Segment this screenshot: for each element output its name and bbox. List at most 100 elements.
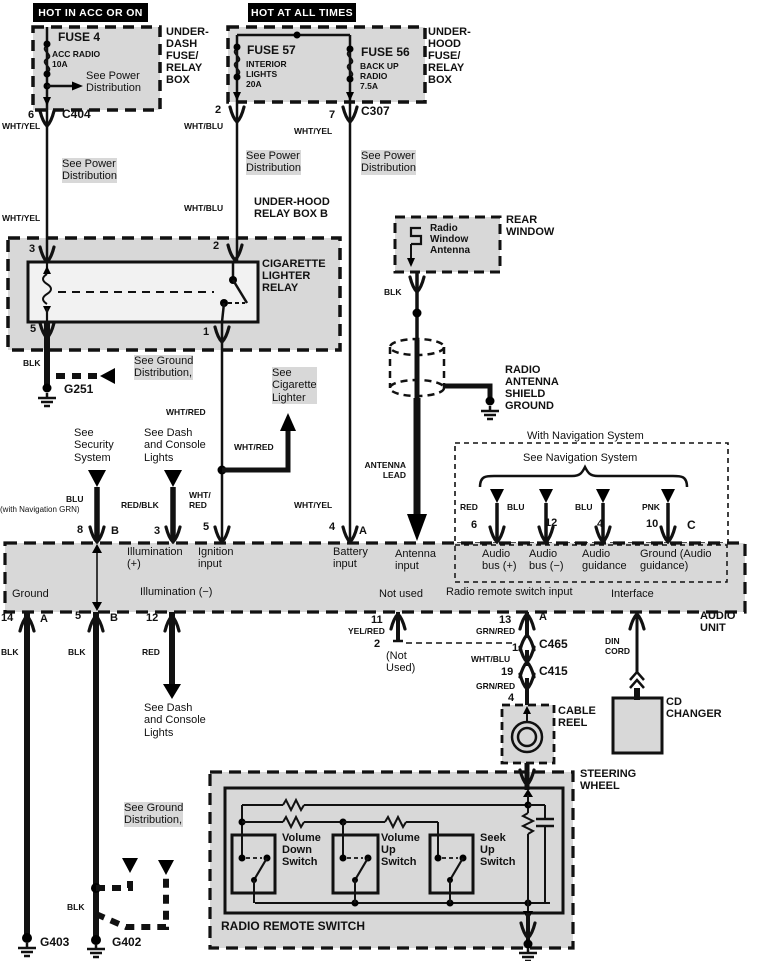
ground-distribution-branches [94,858,174,930]
connector-c404: C404 [62,107,91,121]
wire-label-blk-3: BLK [1,647,19,657]
audio-pin-11: 11 [371,614,383,626]
wire-label-grnred-2: GRN/RED [476,681,516,691]
wire-label-blk-2: BLK [384,287,402,297]
header-hot-in-acc: HOT IN ACC OR ON [33,3,148,22]
label-fuse56-rating: BACK UP RADIO 7.5A [360,61,399,91]
audio-label-audio-bus-plus: Audio bus (+) [482,548,517,573]
nav-wires [488,489,677,544]
wire-blu-security [88,470,106,544]
nav-pin-4: 4 [597,518,604,530]
fuse57-symbol [233,31,350,102]
seek-up-switch [434,854,467,903]
label-under-hood-relay-box: UNDER-HOOD RELAY BOX B [254,196,330,221]
radio-remote-switch-box [223,786,565,915]
wire-redblk-dash [164,470,182,544]
label-cigarette-lighter-relay: CIGARETTE LIGHTER RELAY [262,258,326,295]
audio-label-illumination-plus: Illumination (+) [127,546,183,571]
ref-see-navigation-system: See Navigation System [523,452,638,464]
ref-see-security-system: See Security System [74,427,114,464]
connector-c415: C415 [539,664,568,678]
remote-resistor-capacitor [520,789,554,913]
ref-see-dash-lights-2: See Dash and Console Lights [144,702,206,739]
audio-label-illumination-minus: Illumination (−) [140,586,213,598]
ref-see-cigarette-lighter: See Cigarette Lighter [272,367,317,404]
wire-label-blu: BLU [66,494,84,504]
label-steering-wheel: STEERING WHEEL [580,768,637,793]
wire-blk-g402 [85,612,107,959]
relay-pin-1: 1 [203,326,210,338]
antenna-icon [407,226,423,267]
wire-blk-g403 [16,612,38,958]
volume-up-switch [339,854,372,903]
audio-pin-12: 12 [146,612,159,624]
wire-label-whtyel-1: WHT/YEL [2,121,41,131]
pin-19-c415: 19 [501,666,514,678]
ref-see-power-mid: See Power Distribution [246,150,302,175]
audio-pin-5b: 5 [75,610,82,622]
relay-pin-3: 3 [29,243,36,255]
volume-down-switch [238,854,271,903]
audio-label-ignition-input: Ignition input [198,546,234,571]
ref-see-ground-1: See Ground Distribution, [134,355,194,380]
header-hot-at-all-times: HOT AT ALL TIMES [248,3,356,22]
label-fuse57-rating: INTERIOR LIGHTS 20A [246,59,287,89]
antenna-lead-wire [407,272,427,541]
wire-whtyel-fuse56 [341,102,359,544]
note-with-navigation-grn: (with Navigation GRN) [0,505,80,514]
audio-pin-2-stub: 2 [374,638,381,650]
ref-see-dash-lights-1: See Dash and Console Lights [144,427,206,464]
relay-coil [42,262,52,322]
wire-label-yelred: YEL/RED [348,626,385,636]
audio-label-interface: Interface [611,588,654,600]
relay-pin-5: 5 [30,323,37,335]
wire-label-pnk: PNK [642,502,660,512]
label-under-dash-box: UNDER- DASH FUSE/ RELAY BOX [166,26,209,87]
audio-unit-box [3,541,747,614]
audio-pin-14-letter: A [40,613,48,625]
audio-pin-4: 4 [329,521,336,533]
wire-label-whtyel-3: WHT/YEL [294,126,333,136]
connector-c307: C307 [361,104,390,118]
connector-c465: C465 [539,637,568,651]
under-hood-fuse-box [226,25,427,104]
pin-7-c307: 7 [329,109,336,121]
wire-grnred-cablereel [518,612,536,705]
ground-g251 [36,321,115,408]
audio-pin-8-letter: B [111,525,119,537]
pin-4-cablereel: 4 [508,692,515,704]
wire-label-blk-1: BLK [23,358,41,368]
pin-2-c307: 2 [215,104,222,116]
nav-pin-6: 6 [471,519,478,531]
audio-pin-14: 14 [1,612,14,624]
label-under-hood-box: UNDER- HOOD FUSE/ RELAY BOX [428,26,471,87]
label-fuse4: FUSE 4 [58,30,101,44]
audio-label-not-used: Not used [379,588,424,600]
wire-label-whtyel-4: WHT/YEL [294,500,333,510]
ground-g403-label: G403 [40,935,70,949]
wire-label-whtred-1: WHT/RED [166,407,206,417]
audio-pin-3: 3 [154,525,161,537]
audio-label-ground-audio-guidance: Ground (Audio guidance) [640,548,712,573]
illumination-arrow [92,544,102,611]
ref-see-power-left: See Power Distribution [62,158,118,183]
label-radio-antenna-shield-ground: RADIO ANTENNA SHIELD GROUND [505,364,559,413]
wire-label-whtblu-2: WHT/BLU [184,203,224,213]
wire-label-blk-5: BLK [67,902,85,912]
audio-label-antenna-input: Antenna input [395,548,436,573]
wire-label-whtred-2: WHT/RED [234,442,274,452]
audio-pin-4-letter: A [359,525,367,537]
wire-yelred-stub [389,612,514,644]
fuse56-symbol [346,35,354,102]
audio-label-ground: Ground [12,588,49,600]
fuse4-symbol [43,27,83,110]
label-fuse56: FUSE 56 [361,45,410,59]
wire-label-blu-nav-2: BLU [575,502,593,512]
label-radio-window-antenna: Radio Window Antenna [430,223,470,256]
wire-label-red-nav: RED [460,502,478,512]
nav-connector-c: C [687,518,696,532]
steering-wheel-box [208,770,575,950]
wire-red-dashlights [163,612,181,699]
